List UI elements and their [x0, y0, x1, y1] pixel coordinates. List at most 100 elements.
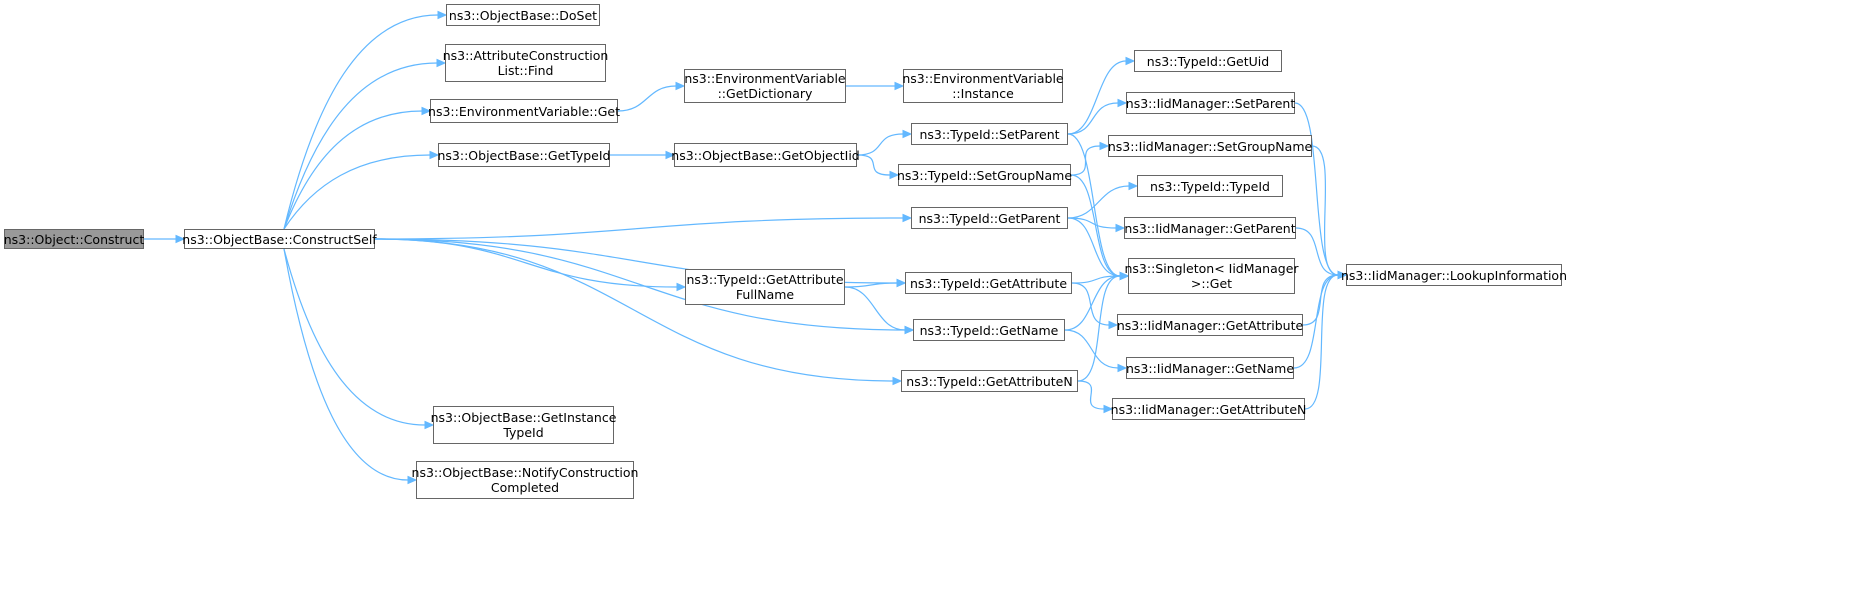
edge-arrowhead: [892, 376, 903, 386]
edge-arrowhead: [1128, 181, 1139, 191]
edge-setParent-to-iSetParent: [1067, 102, 1119, 135]
node-label: ns3::EnvironmentVariable ::Instance: [902, 71, 1064, 101]
edge-getAttrFullName-to-tGetName: [844, 286, 906, 331]
edge-tGetParent-to-typeIdCtor: [1067, 185, 1130, 219]
node-iidmanager-setgroupname[interactable]: ns3::IidManager::SetGroupName: [1108, 135, 1312, 157]
node-typeid-getuid[interactable]: ns3::TypeId::GetUid: [1134, 50, 1282, 72]
edge-tGetAttributeN-to-iGetAttributeN: [1077, 380, 1105, 410]
node-typeid-getattributefullname[interactable]: ns3::TypeId::GetAttribute FullName: [685, 269, 845, 305]
edge-getObjectIid-to-setGroupName: [856, 154, 891, 176]
edge-setParent-to-singletonGet: [1067, 133, 1121, 277]
node-label: ns3::ObjectBase::GetInstance TypeId: [430, 410, 617, 440]
node-singleton-iidmanager-get[interactable]: ns3::Singleton< IidManager >::Get: [1124, 258, 1299, 294]
edge-arrowhead: [1125, 56, 1136, 66]
edge-constructSelf-to-doSet: [283, 14, 439, 230]
node-iidmanager-getattributen[interactable]: ns3::IidManager::GetAttributeN: [1111, 398, 1306, 420]
node-objectbase-gettypeid[interactable]: ns3::ObjectBase::GetTypeId: [437, 143, 611, 167]
edge-arrowhead: [1119, 271, 1130, 281]
node-environmentvariable-get[interactable]: ns3::EnvironmentVariable::Get: [428, 99, 620, 123]
edge-arrowhead: [1099, 141, 1110, 151]
edge-arrowhead: [437, 10, 448, 20]
node-iidmanager-getattribute[interactable]: ns3::IidManager::GetAttribute: [1117, 314, 1303, 336]
edge-arrowhead: [424, 420, 435, 430]
edge-setGroupName-to-singletonGet: [1070, 174, 1121, 277]
edge-iGetName-to-lookup: [1293, 274, 1339, 369]
node-attributeconstructionlist-find[interactable]: ns3::AttributeConstruction List::Find: [442, 44, 609, 82]
node-label: ns3::AttributeConstruction List::Find: [442, 48, 609, 78]
edge-constructSelf-to-tGetAttributeN: [374, 238, 894, 382]
node-label: ns3::ObjectBase::NotifyConstruction Comp…: [411, 465, 639, 495]
node-typeid-getparent[interactable]: ns3::TypeId::GetParent: [911, 207, 1068, 229]
node-label: ns3::TypeId::GetAttribute FullName: [686, 272, 844, 302]
node-typeid-typeid[interactable]: ns3::TypeId::TypeId: [1137, 175, 1283, 197]
node-label: ns3::TypeId::SetGroupName: [896, 167, 1073, 183]
edge-constructSelf-to-getInstanceTypeId: [283, 248, 426, 426]
node-iidmanager-lookupinformation[interactable]: ns3::IidManager::LookupInformation: [1341, 264, 1567, 286]
node-label: ns3::IidManager::GetParent: [1124, 220, 1296, 236]
edge-tGetName-to-singletonGet: [1064, 275, 1121, 331]
node-label: ns3::TypeId::TypeId: [1150, 178, 1270, 194]
node-label: ns3::IidManager::SetParent: [1125, 95, 1296, 111]
edge-arrowhead: [665, 150, 676, 160]
edge-constructSelf-to-getAttrFullName: [374, 238, 678, 288]
node-typeid-setparent[interactable]: ns3::TypeId::SetParent: [911, 123, 1068, 145]
edge-constructSelf-to-acFind: [283, 62, 438, 230]
edge-arrowhead: [1117, 363, 1128, 373]
node-label: ns3::TypeId::GetAttribute: [909, 275, 1068, 291]
node-environmentvariable-instance[interactable]: ns3::EnvironmentVariable ::Instance: [902, 69, 1064, 103]
edge-constructSelf-to-notifyConstruction: [283, 248, 409, 481]
node-label: ns3::ObjectBase::DoSet: [448, 7, 598, 23]
node-label: ns3::EnvironmentVariable ::GetDictionary: [684, 71, 846, 101]
edge-arrowhead: [1117, 98, 1128, 108]
node-label: ns3::TypeId::SetParent: [919, 126, 1060, 142]
edge-getObjectIid-to-setParent: [856, 133, 904, 156]
edge-iGetParent-to-lookup: [1295, 227, 1339, 276]
node-label: ns3::ObjectBase::GetTypeId: [437, 147, 611, 163]
edge-arrowhead: [896, 278, 907, 288]
edge-constructSelf-to-envGet: [283, 110, 423, 230]
edge-tGetAttributeN-to-singletonGet: [1077, 275, 1121, 382]
edge-arrowhead: [1337, 270, 1348, 280]
edge-arrowhead: [1108, 320, 1119, 330]
node-iidmanager-setparent[interactable]: ns3::IidManager::SetParent: [1126, 92, 1295, 114]
node-typeid-getname[interactable]: ns3::TypeId::GetName: [913, 319, 1065, 341]
node-objectbase-constructself[interactable]: ns3::ObjectBase::ConstructSelf: [182, 229, 377, 249]
node-objectbase-getinstancetypeid[interactable]: ns3::ObjectBase::GetInstance TypeId: [430, 406, 617, 444]
edge-arrowhead: [421, 106, 432, 116]
edge-getAttrFullName-to-tGetAttribute: [844, 282, 898, 288]
edge-arrowhead: [902, 213, 913, 223]
edge-constructSelf-to-tGetName: [374, 238, 906, 331]
edge-arrowhead: [175, 234, 186, 244]
node-label: ns3::ObjectBase::GetObjectIid: [671, 147, 860, 163]
node-typeid-setgroupname[interactable]: ns3::TypeId::SetGroupName: [896, 164, 1073, 186]
node-label: ns3::TypeId::GetUid: [1146, 53, 1270, 69]
node-objectbase-getobjectiid[interactable]: ns3::ObjectBase::GetObjectIid: [671, 143, 860, 167]
node-label: ns3::EnvironmentVariable::Get: [428, 103, 620, 119]
node-environmentvariable-getdictionary[interactable]: ns3::EnvironmentVariable ::GetDictionary: [684, 69, 846, 103]
node-label: ns3::IidManager::GetName: [1125, 360, 1295, 376]
edge-setParent-to-getUid: [1067, 60, 1127, 135]
edge-constructSelf-to-tGetParent: [374, 217, 904, 240]
edge-arrowhead: [429, 150, 440, 160]
node-iidmanager-getname[interactable]: ns3::IidManager::GetName: [1126, 357, 1294, 379]
node-typeid-getattributen[interactable]: ns3::TypeId::GetAttributeN: [901, 370, 1078, 392]
node-label: ns3::TypeId::GetAttributeN: [906, 373, 1073, 389]
node-objectbase-doset[interactable]: ns3::ObjectBase::DoSet: [446, 4, 600, 26]
edge-arrowhead: [902, 129, 913, 139]
node-typeid-getattribute[interactable]: ns3::TypeId::GetAttribute: [905, 272, 1072, 294]
edge-arrowhead: [889, 170, 900, 180]
node-label: ns3::Singleton< IidManager >::Get: [1124, 261, 1299, 291]
edge-arrowhead: [1115, 223, 1126, 233]
node-objectbase-notifyconstructioncompleted[interactable]: ns3::ObjectBase::NotifyConstruction Comp…: [412, 461, 638, 499]
node-object-construct[interactable]: ns3::Object::Construct: [4, 229, 144, 249]
edge-constructSelf-to-getTypeId: [283, 154, 431, 230]
edge-tGetAttribute-to-singletonGet: [1071, 275, 1121, 284]
node-label: ns3::IidManager::SetGroupName: [1107, 138, 1313, 154]
edge-iGetAttributeN-to-lookup: [1304, 274, 1339, 410]
node-label: ns3::IidManager::LookupInformation: [1341, 267, 1568, 283]
edge-arrowhead: [407, 475, 418, 485]
node-label: ns3::Object::Construct: [3, 231, 145, 247]
node-iidmanager-getparent[interactable]: ns3::IidManager::GetParent: [1124, 217, 1296, 239]
